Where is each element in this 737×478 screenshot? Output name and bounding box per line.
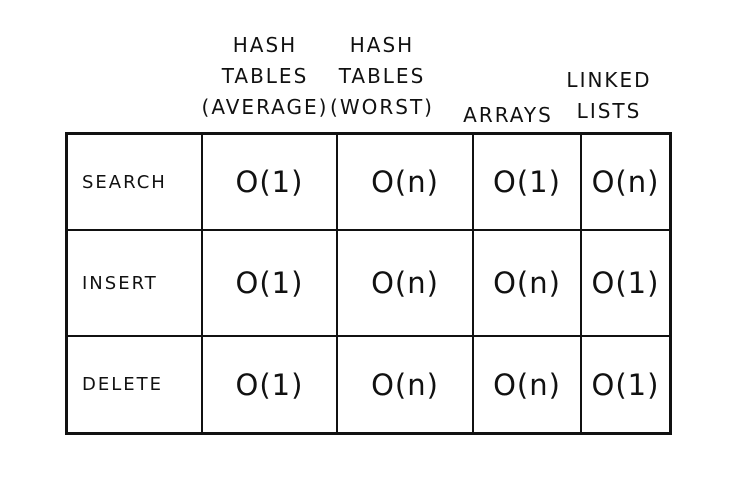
cell-delete-arrays: O(n) <box>474 337 582 432</box>
complexity-table: SEARCH O(1) O(n) O(1) O(n) INSERT O(1) O… <box>65 132 672 435</box>
cell-insert-hash-average: O(1) <box>203 231 338 337</box>
cell-search-hash-average: O(1) <box>203 135 338 231</box>
row-label-delete: DELETE <box>68 337 203 432</box>
cell-delete-hash-average: O(1) <box>203 337 338 432</box>
header-line: (WORST) <box>330 95 434 119</box>
row-label-insert: INSERT <box>68 231 203 337</box>
header-line: LISTS <box>576 99 642 123</box>
cell-insert-hash-worst: O(n) <box>338 231 474 337</box>
header-line: LINKED <box>566 68 652 92</box>
cell-delete-linked-lists: O(1) <box>591 367 660 402</box>
cell-search-arrays: O(1) <box>474 135 582 231</box>
cell-search-hash-worst: O(n) <box>338 135 474 231</box>
header-linked-lists: LINKED LISTS <box>563 65 655 127</box>
header-line: (AVERAGE) <box>201 95 329 119</box>
header-line: ARRAYS <box>463 103 553 127</box>
header-hash-tables-average: HASH TABLES (AVERAGE) <box>198 30 332 123</box>
header-hash-tables-worst: HASH TABLES (WORST) <box>322 30 442 123</box>
header-line: TABLES <box>338 64 426 88</box>
cell-insert-linked-lists: O(1) <box>582 231 669 337</box>
header-arrays: ARRAYS <box>455 100 561 131</box>
cell-insert-arrays: O(n) <box>474 231 582 337</box>
header-line: TABLES <box>221 64 309 88</box>
row-label-search: SEARCH <box>68 135 203 231</box>
cell-search-linked-lists: O(n) <box>582 135 669 231</box>
cell-delete-hash-worst: O(n) <box>338 337 474 432</box>
header-line: HASH <box>349 33 415 57</box>
header-line: HASH <box>232 33 298 57</box>
